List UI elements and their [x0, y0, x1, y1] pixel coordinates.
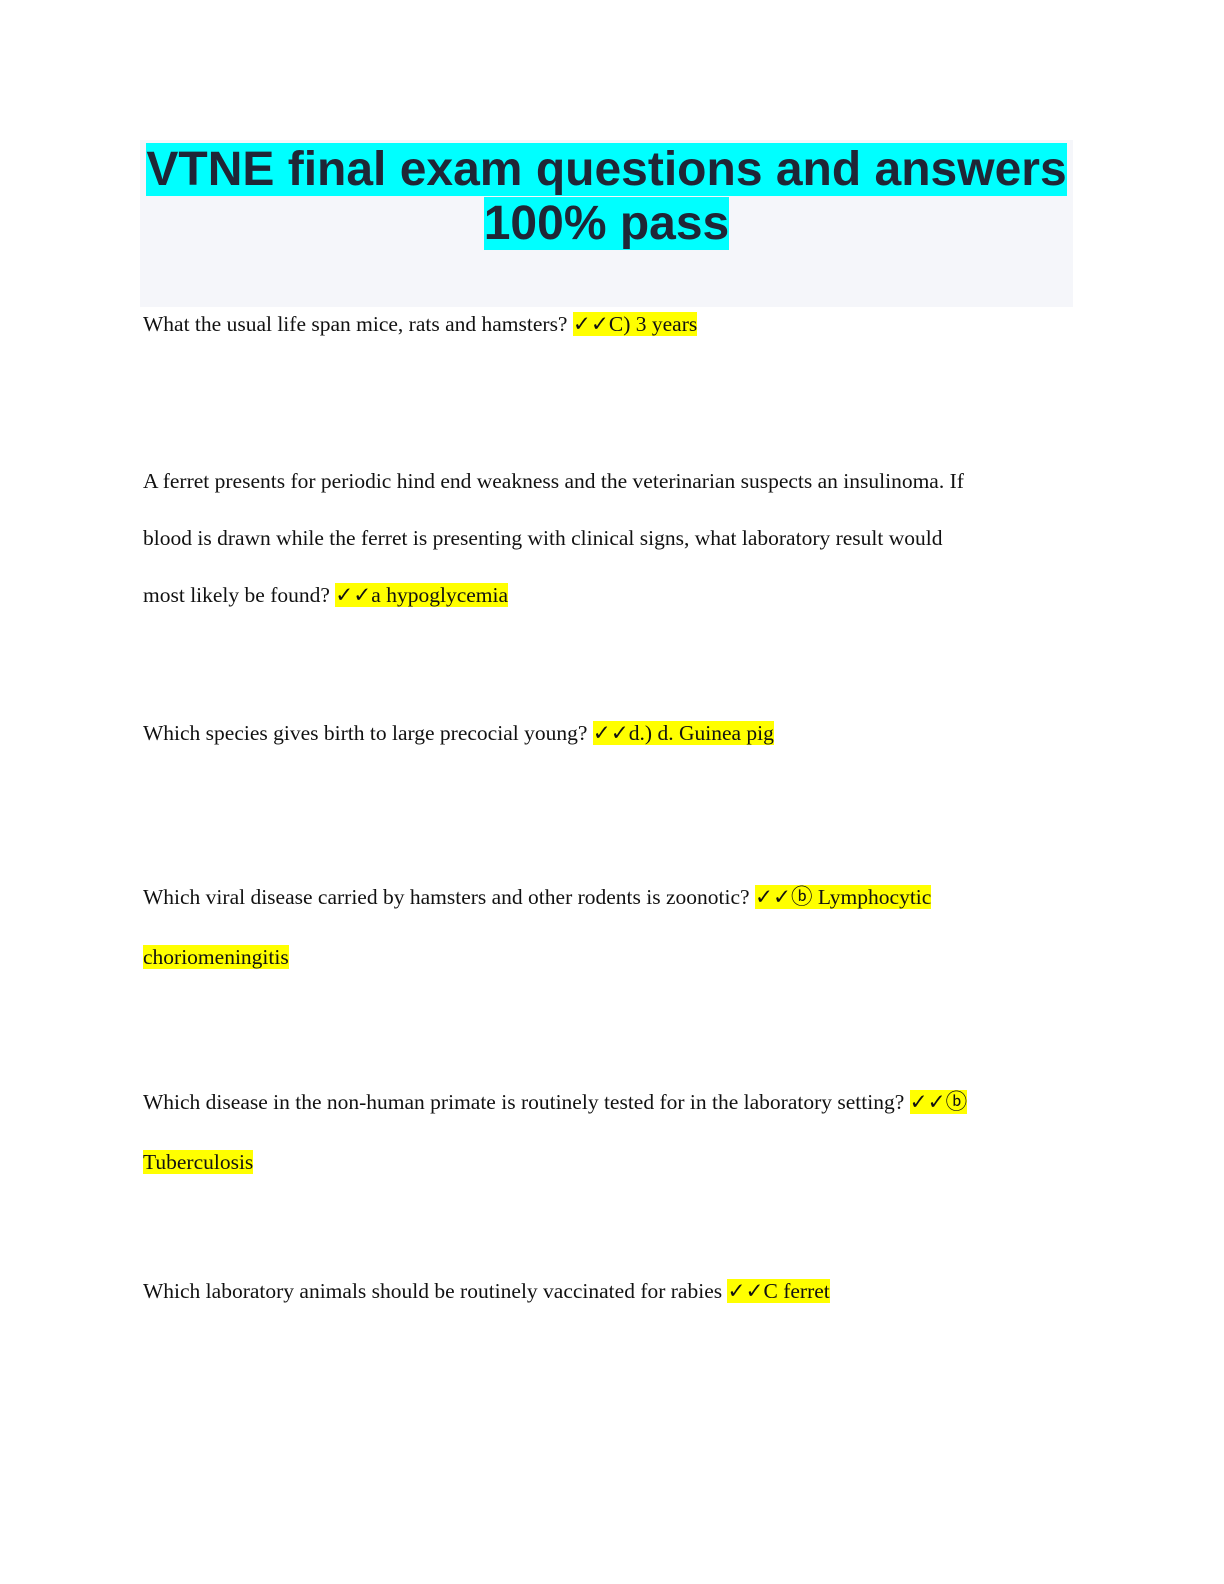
- title-banner: VTNE final exam questions and answers 10…: [140, 140, 1073, 307]
- question-block-6: Which laboratory animals should be routi…: [143, 1277, 1078, 1305]
- question-block-1: What the usual life span mice, rats and …: [143, 310, 1078, 338]
- question-block-4: Which viral disease carried by hamsters …: [143, 867, 1078, 987]
- question-text: most likely be found?: [143, 583, 336, 607]
- answer-highlight: choriomeningitis: [143, 945, 289, 969]
- title-line-1: VTNE final exam questions and answers: [146, 143, 1067, 196]
- question-block-5: Which disease in the non-human primate i…: [143, 1072, 1078, 1192]
- answer-highlight: ✓✓a hypoglycemia: [335, 583, 509, 607]
- question-block-2: A ferret presents for periodic hind end …: [143, 453, 1078, 624]
- question-block-3: Which species gives birth to large preco…: [143, 719, 1078, 747]
- question-line: Which disease in the non-human primate i…: [143, 1072, 1078, 1132]
- answer-highlight: ✓✓C ferret: [727, 1279, 830, 1303]
- answer-highlight: ✓✓C) 3 years: [572, 312, 698, 336]
- question-text: What the usual life span mice, rats and …: [143, 312, 573, 336]
- answer-highlight: ✓✓d.) d. Guinea pig: [592, 721, 774, 745]
- question-line: What the usual life span mice, rats and …: [143, 310, 1078, 338]
- question-text: Which laboratory animals should be routi…: [143, 1279, 728, 1303]
- question-text: Which viral disease carried by hamsters …: [143, 885, 755, 909]
- question-line: Which viral disease carried by hamsters …: [143, 867, 1078, 927]
- question-line: Which laboratory animals should be routi…: [143, 1277, 1078, 1305]
- document-title: VTNE final exam questions and answers 10…: [140, 140, 1073, 251]
- question-line: A ferret presents for periodic hind end …: [143, 469, 964, 493]
- title-line-2: 100% pass: [483, 197, 730, 250]
- question-line: blood is drawn while the ferret is prese…: [143, 526, 943, 550]
- answer-highlight: Tuberculosis: [143, 1150, 254, 1174]
- question-line: choriomeningitis: [143, 927, 1078, 987]
- question-text: Which disease in the non-human primate i…: [143, 1090, 910, 1114]
- answer-highlight: ✓✓ⓑ: [909, 1090, 968, 1114]
- question-text: Which species gives birth to large preco…: [143, 721, 593, 745]
- question-line: most likely be found? ✓✓a hypoglycemia: [143, 567, 1078, 624]
- question-line: Tuberculosis: [143, 1132, 1078, 1192]
- answer-highlight: ✓✓ⓑ Lymphocytic: [754, 885, 932, 909]
- question-line: Which species gives birth to large preco…: [143, 719, 1078, 747]
